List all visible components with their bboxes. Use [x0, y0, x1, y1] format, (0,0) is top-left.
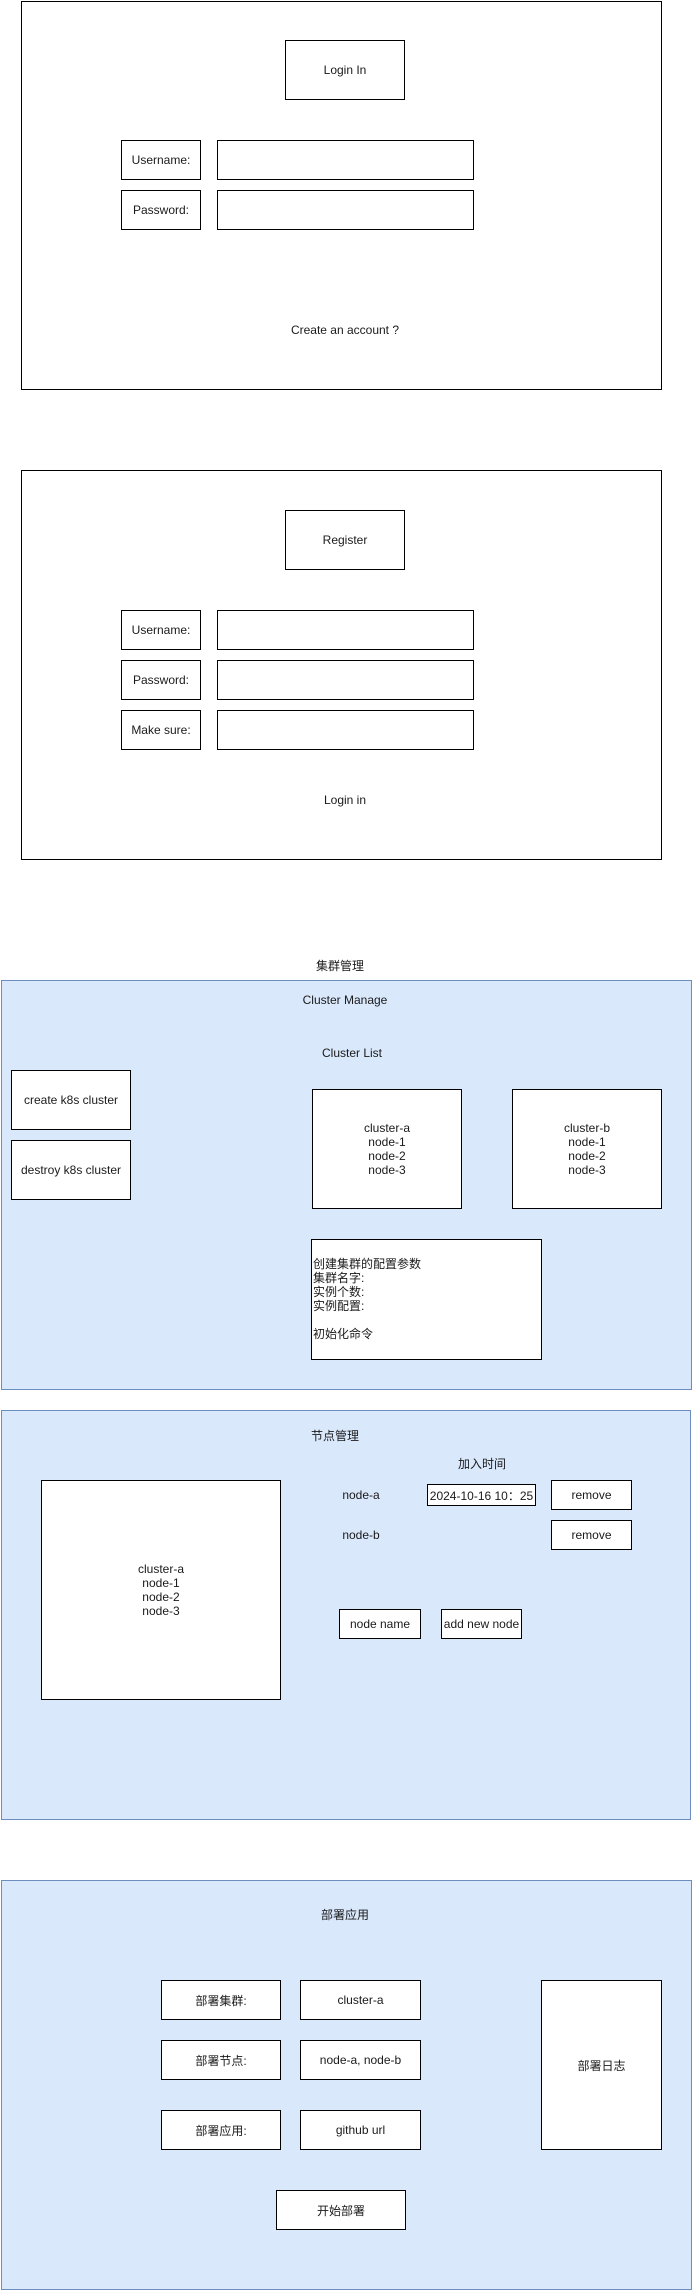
register-username-input[interactable]: [217, 610, 474, 650]
node-a-join-time: 2024-10-16 10：25: [427, 1484, 536, 1506]
register-password-label: Password:: [121, 660, 201, 700]
create-account-link[interactable]: Create an account ?: [290, 323, 400, 337]
register-password-input[interactable]: [217, 660, 474, 700]
cluster-section-caption: 集群管理: [315, 958, 364, 973]
deploy-cluster-label: 部署集群:: [161, 1980, 281, 2020]
login-username-input[interactable]: [217, 140, 474, 180]
login-password-input[interactable]: [217, 190, 474, 230]
node-name-input[interactable]: node name: [339, 1609, 421, 1639]
deploy-app-label: 部署应用:: [161, 2110, 281, 2150]
remove-node-b-button[interactable]: remove: [551, 1520, 632, 1550]
node-manage-title: 节点管理: [310, 1428, 359, 1443]
deploy-node-label: 部署节点:: [161, 2040, 281, 2080]
create-cluster-button[interactable]: create k8s cluster: [11, 1070, 131, 1130]
node-b-label: node-b: [342, 1528, 380, 1542]
login-username-label: Username:: [121, 140, 201, 180]
register-title: Register: [285, 510, 405, 570]
deploy-app-field[interactable]: github url: [300, 2110, 421, 2150]
login-in-link[interactable]: Login in: [323, 793, 367, 807]
node-cluster-card: cluster-a node-1 node-2 node-3: [41, 1480, 281, 1700]
remove-node-a-button[interactable]: remove: [551, 1480, 632, 1510]
cluster-card-a[interactable]: cluster-a node-1 node-2 node-3: [312, 1089, 462, 1209]
register-confirm-label: Make sure:: [121, 710, 201, 750]
cluster-list-title: Cluster List: [321, 1046, 383, 1060]
start-deploy-button[interactable]: 开始部署: [276, 2190, 406, 2230]
register-confirm-input[interactable]: [217, 710, 474, 750]
deploy-log-panel: 部署日志: [541, 1980, 662, 2150]
deploy-cluster-field[interactable]: cluster-a: [300, 1980, 421, 2020]
cluster-card-b[interactable]: cluster-b node-1 node-2 node-3: [512, 1089, 662, 1209]
node-a-label: node-a: [342, 1488, 380, 1502]
add-new-node-button[interactable]: add new node: [441, 1609, 522, 1639]
login-title: Login In: [285, 40, 405, 100]
destroy-cluster-button[interactable]: destroy k8s cluster: [11, 1140, 131, 1200]
login-password-label: Password:: [121, 190, 201, 230]
deploy-title: 部署应用: [320, 1907, 369, 1922]
join-time-header: 加入时间: [457, 1456, 506, 1471]
register-username-label: Username:: [121, 610, 201, 650]
deploy-node-field[interactable]: node-a, node-b: [300, 2040, 421, 2080]
cluster-config-panel: 创建集群的配置参数 集群名字: 实例个数: 实例配置: 初始化命令: [311, 1239, 542, 1360]
cluster-manage-title: Cluster Manage: [302, 993, 388, 1007]
